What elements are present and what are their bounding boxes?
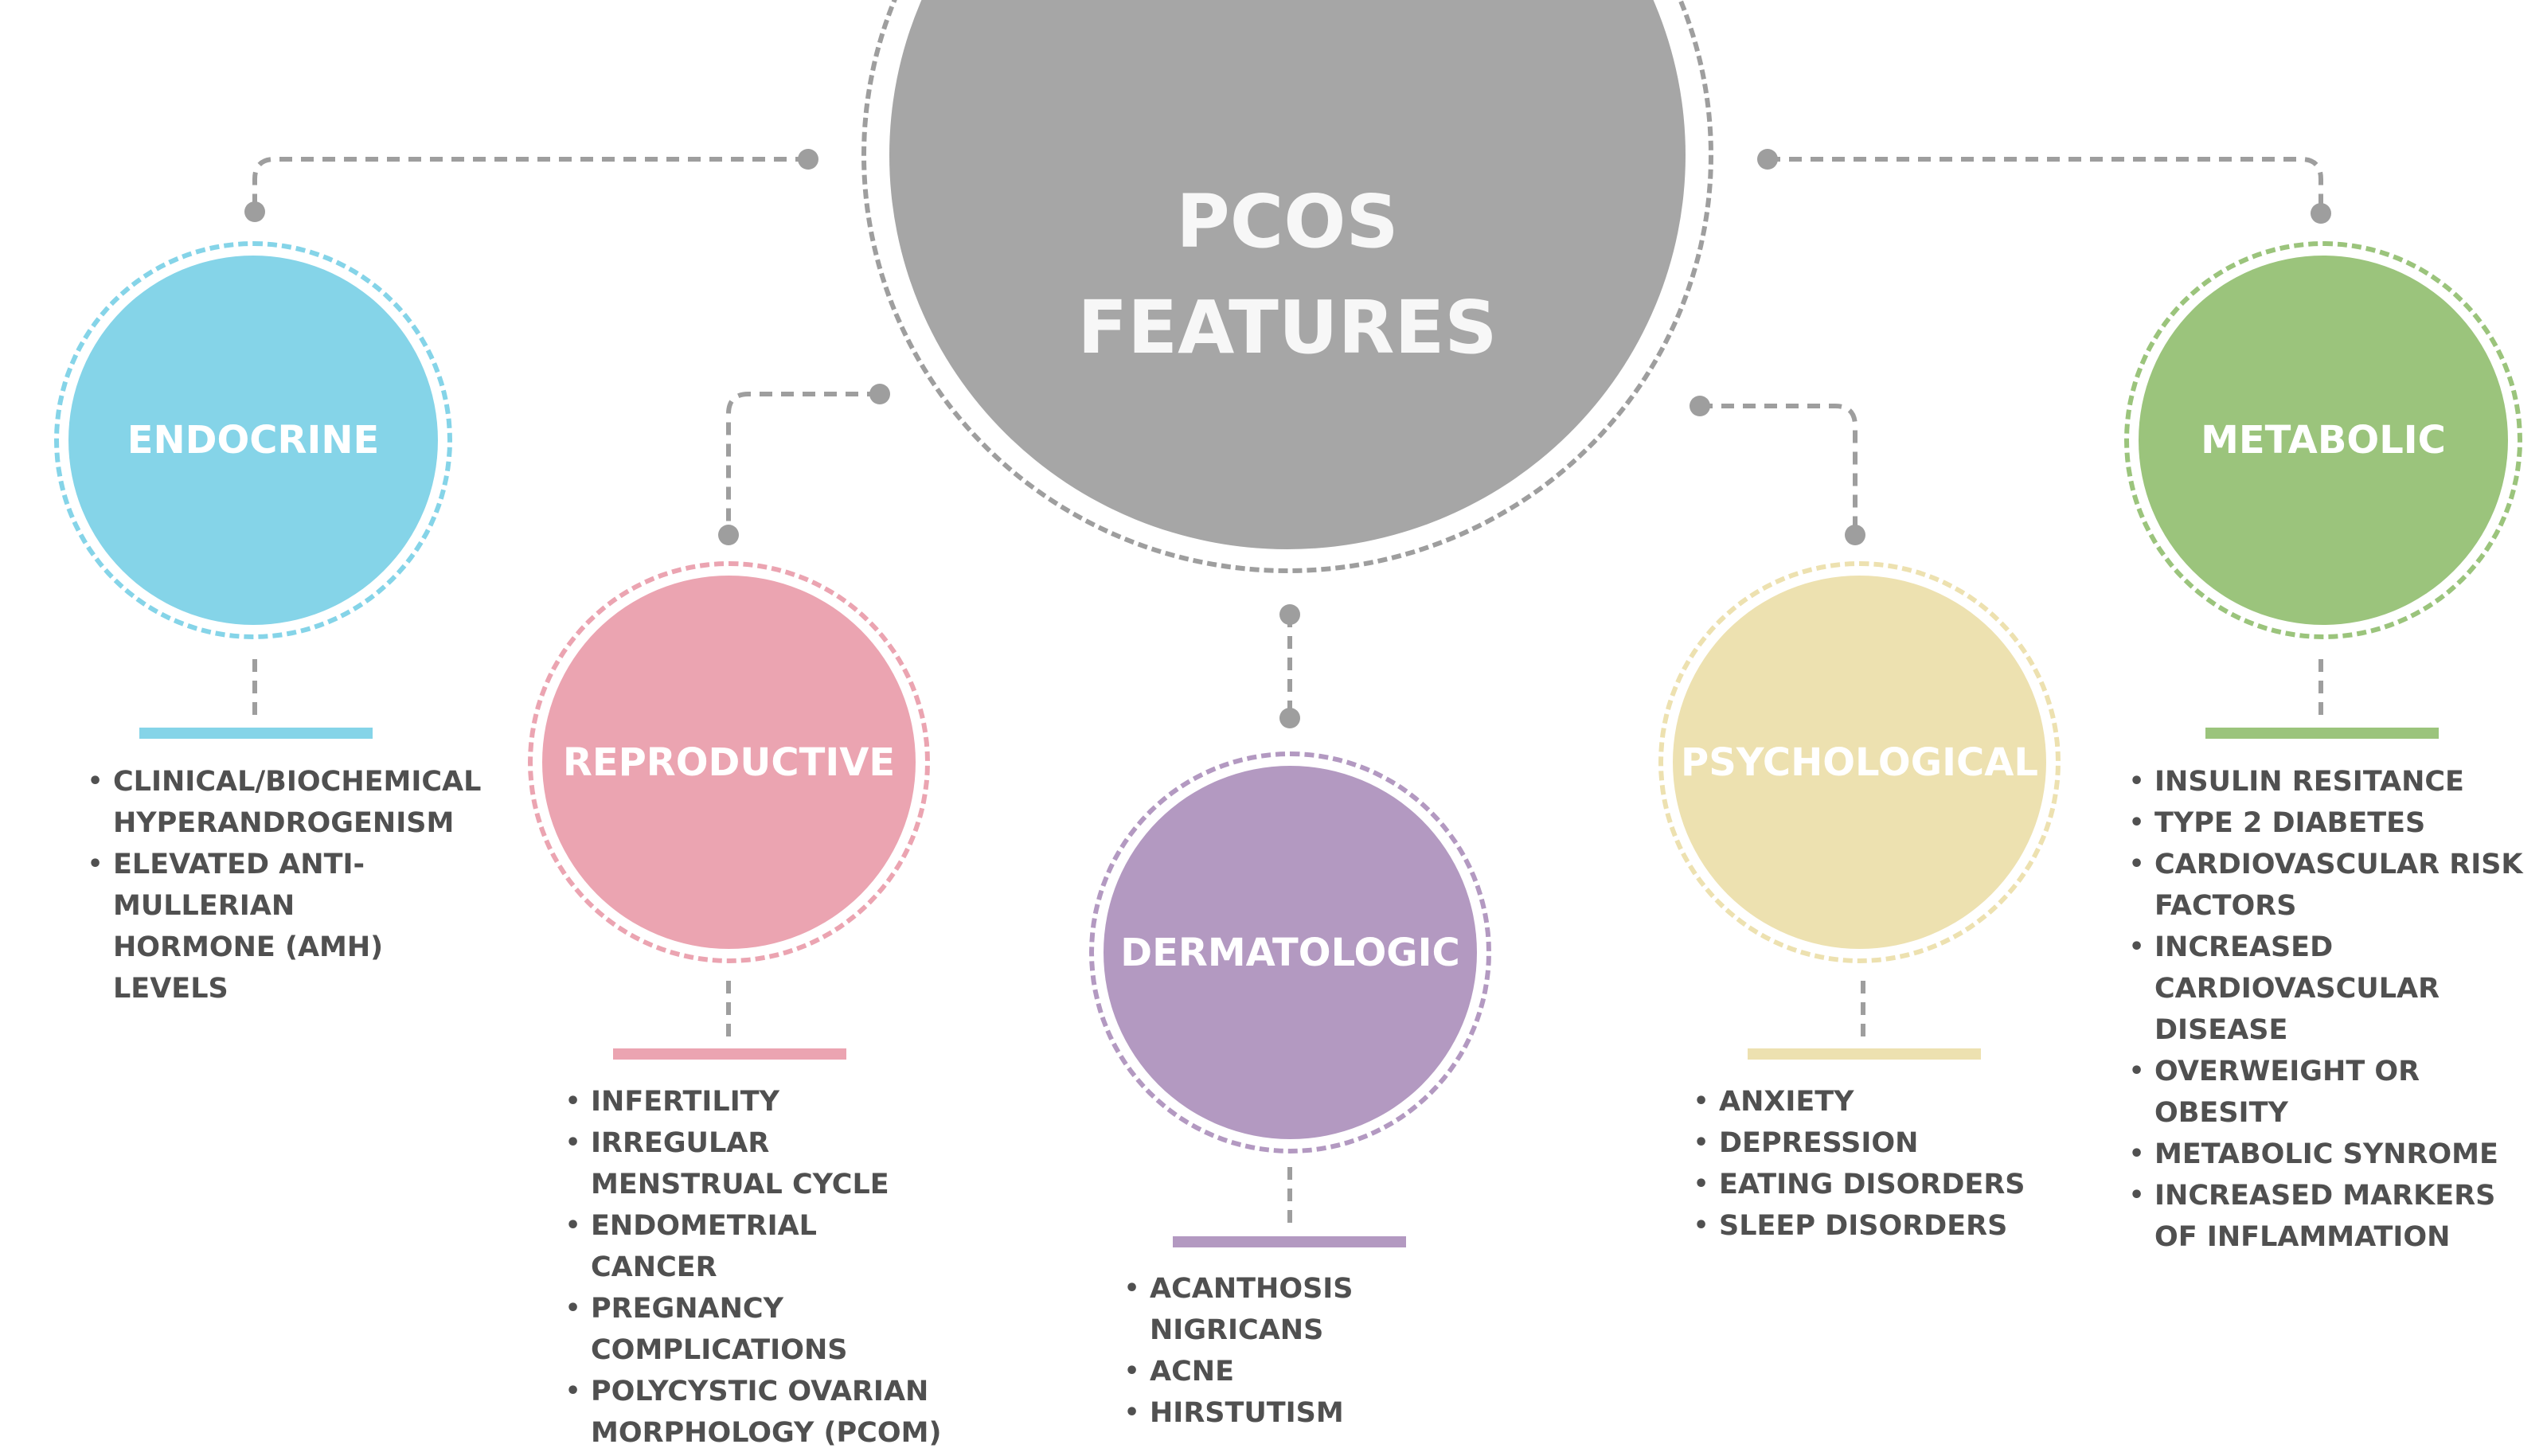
connector-dot (2311, 203, 2331, 224)
metabolic-circle: METABOLIC (2139, 256, 2508, 625)
endocrine-item: ELEVATED ANTI-MULLERIAN HORMONE (AMH) LE… (86, 844, 460, 1009)
endocrine-bar (139, 728, 373, 739)
endocrine-circle-outline (54, 241, 452, 639)
metabolic-item: CARDIOVASCULAR RISK FACTORS (2127, 844, 2541, 927)
metabolic-items: INSULIN RESITANCETYPE 2 DIABETESCARDIOVA… (2127, 761, 2541, 1258)
psychological-item: DEPRESSION (1692, 1122, 2074, 1164)
metabolic-circle-outline (2124, 241, 2522, 639)
dermatologic-item: HIRSTUTISM (1123, 1392, 1441, 1434)
metabolic-item: INCREASED MARKERS OF INFLAMMATION (2127, 1175, 2541, 1258)
psychological-label: PSYCHOLOGICAL (1681, 740, 2038, 785)
connector-dot (798, 149, 818, 170)
connector-endocrine (252, 157, 808, 209)
dermatologic-bar (1173, 1236, 1406, 1247)
dermatologic-circle-outline (1089, 751, 1491, 1153)
reproductive-item: PREGNANCY COMPLICATIONS (564, 1288, 946, 1371)
connector-dot (718, 525, 739, 545)
reproductive-item: POLYCYSTIC OVARIAN MORPHOLOGY (PCOM) (564, 1371, 946, 1454)
psychological-circle: PSYCHOLOGICAL (1673, 576, 2046, 949)
metabolic-item: INSULIN RESITANCE (2127, 761, 2541, 802)
reproductive-item: IRREGULAR MENSTRUAL CYCLE (564, 1122, 946, 1205)
metabolic-item: OVERWEIGHT OR OBESITY (2127, 1051, 2541, 1134)
reproductive-label: REPRODUCTIVE (562, 740, 896, 785)
endocrine-item: CLINICAL/BIOCHEMICAL HYPERANDROGENISM (86, 761, 481, 844)
dermatologic-item: ACANTHOSIS NIGRICANS (1123, 1268, 1441, 1351)
psychological-circle-outline (1658, 561, 2061, 963)
connector-dot (244, 201, 265, 222)
endocrine-circle: ENDOCRINE (68, 256, 438, 625)
reproductive-items: INFERTILITYIRREGULAR MENSTRUAL CYCLEENDO… (564, 1081, 946, 1454)
metabolic-item: TYPE 2 DIABETES (2127, 802, 2541, 844)
reproductive-circle: REPRODUCTIVE (542, 576, 916, 949)
connector-dot (1690, 396, 1710, 416)
metabolic-bar (2205, 728, 2439, 739)
psychological-item: ANXIETY (1692, 1081, 2074, 1122)
dermatologic-circle: DERMATOLOGIC (1104, 766, 1477, 1139)
connector-dot (1845, 525, 1865, 545)
connector-dot (1279, 708, 1300, 728)
center-title-line1: PCOS (1176, 178, 1399, 264)
reproductive-circle-outline (528, 561, 930, 963)
dermatologic-item: ACNE (1123, 1351, 1441, 1392)
connector-psychological (1700, 404, 1858, 535)
dermatologic-items: ACANTHOSIS NIGRICANSACNEHIRSTUTISM (1123, 1268, 1441, 1434)
metabolic-label: METABOLIC (2201, 418, 2446, 463)
reproductive-bar (613, 1048, 846, 1060)
dermatologic-label: DERMATOLOGIC (1120, 930, 1460, 975)
reproductive-item: INFERTILITY (564, 1081, 946, 1122)
endocrine-items: CLINICAL/BIOCHEMICAL HYPERANDROGENISMELE… (86, 761, 481, 1009)
reproductive-item: ENDOMETRIAL CANCER (564, 1205, 946, 1288)
psychological-bar (1748, 1048, 1981, 1060)
connector-reproductive (726, 392, 880, 532)
psychological-item: EATING DISORDERS (1692, 1164, 2074, 1205)
metabolic-item: INCREASED CARDIOVASCULAR DISEASE (2127, 927, 2541, 1051)
connector-dot (869, 384, 890, 404)
connector-dot (1757, 149, 1778, 170)
connector-dot (1279, 604, 1300, 625)
psychological-items: ANXIETYDEPRESSIONEATING DISORDERSSLEEP D… (1692, 1081, 2074, 1247)
metabolic-item: METABOLIC SYNROME (2127, 1134, 2541, 1175)
center-title-line2: FEATURES (1077, 285, 1498, 370)
psychological-item: SLEEP DISORDERS (1692, 1205, 2074, 1247)
center-title: PCOS FEATURES (1077, 169, 1497, 381)
connector-metabolic (1768, 157, 2323, 211)
endocrine-label: ENDOCRINE (127, 418, 380, 463)
